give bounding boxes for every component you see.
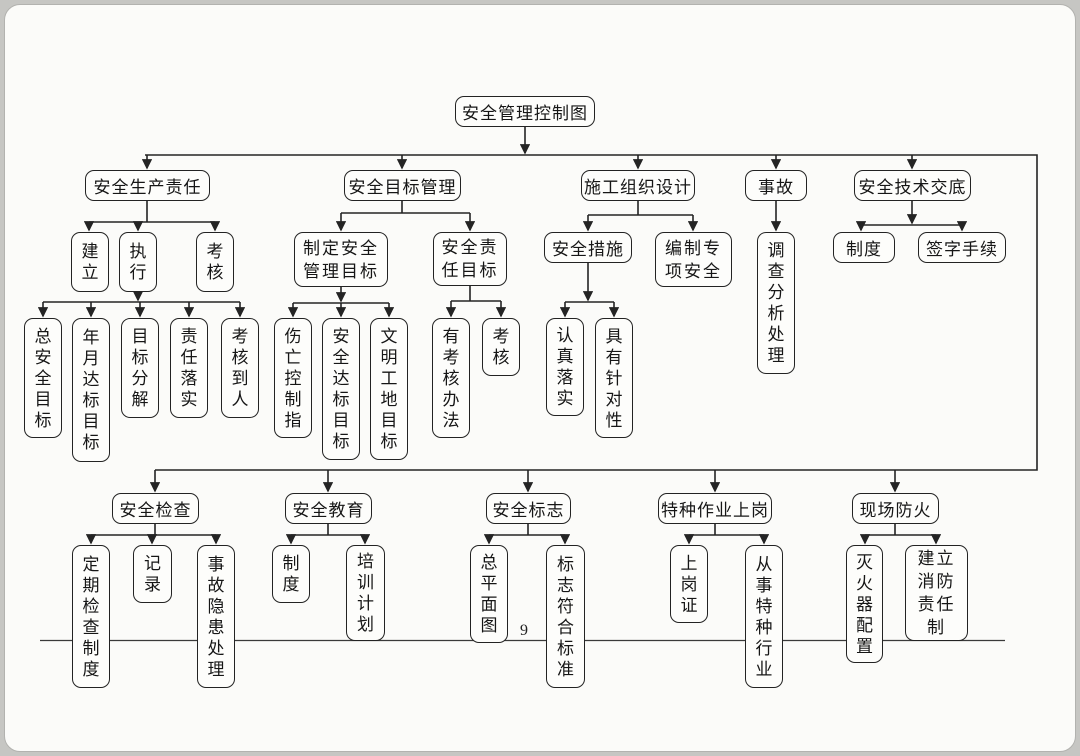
node-fire-responsibility-system: 建立消防责任制 [905,545,968,641]
node-system-1: 制度 [833,232,895,263]
node-safety-standard-goal: 安全达标目标 [322,318,360,460]
node-accident: 事故 [745,170,807,201]
page-number: 9 [520,622,528,639]
node-special-safety-plan: 编制专项安全 [655,232,732,287]
node-extinguisher-config: 灭火器配置 [846,545,883,663]
node-safety-signs: 安全标志 [486,493,571,524]
node-safety-education: 安全教育 [285,493,372,524]
node-regular-inspection-system: 定期检查制度 [72,545,110,688]
node-record: 记录 [133,545,172,603]
node-construction-org-design: 施工组织设计 [581,170,695,201]
node-special-industry: 从事特种行业 [745,545,783,688]
node-system-2: 制度 [272,545,310,603]
node-hazard-handling: 事故隐患处理 [197,545,235,688]
node-assessment-2: 考核 [482,318,520,376]
node-investigation: 调查分析处理 [757,232,795,374]
node-civilized-site-goal: 文明工地目标 [370,318,408,460]
node-execute: 执行 [119,232,157,292]
node-safety-responsibility-goal: 安全责任目标 [433,232,507,286]
node-set-safety-goals: 制定安全管理目标 [294,232,388,287]
node-site-fire-prevention: 现场防火 [852,493,939,524]
node-safety-measures: 安全措施 [544,232,632,263]
node-root-title: 安全管理控制图 [455,96,595,127]
node-establish: 建立 [71,232,109,292]
node-assess: 考核 [196,232,234,292]
node-earnest-implementation: 认真落实 [546,318,584,416]
node-monthly-goal: 年月达标目标 [72,318,110,462]
node-safety-production-responsibility: 安全生产责任 [85,170,210,201]
node-targeted: 具有针对性 [595,318,633,438]
node-general-plan: 总平面图 [470,545,508,643]
node-casualty-control-index: 伤亡控制指 [274,318,312,438]
node-safety-goal-management: 安全目标管理 [344,170,461,201]
node-work-permit: 上岗证 [670,545,708,623]
node-special-work-permit: 特种作业上岗 [658,493,772,524]
node-assessment-to-person: 考核到人 [221,318,259,418]
node-signature-procedure: 签字手续 [918,232,1006,263]
node-signs-meet-standard: 标志符合标准 [546,545,585,688]
node-training-plan: 培训计划 [346,545,385,641]
node-overall-safety-goal: 总安全目标 [24,318,62,438]
node-responsibility-implementation: 责任落实 [170,318,208,418]
node-goal-decomposition: 目标分解 [121,318,159,418]
node-safety-inspection: 安全检查 [112,493,199,524]
node-tech-disclosure: 安全技术交底 [854,170,971,201]
node-assessment-method: 有考核办法 [432,318,470,438]
